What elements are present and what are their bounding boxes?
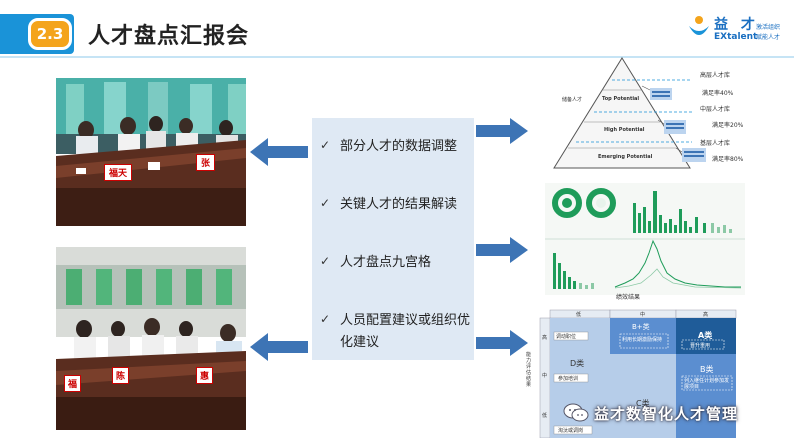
agenda-item-label: 人员配置建议或组织优化建议 [340, 313, 471, 350]
cell-note: 列入继任计划参加发展项目 [684, 378, 730, 390]
cell-note: 参加培训 [558, 376, 579, 382]
arrow-right-icon [476, 330, 528, 356]
x-level-label: 中 [640, 312, 646, 318]
checkmark-icon: ✓ [320, 312, 331, 326]
logo-tagline-2: 赋能人才 [756, 34, 781, 41]
cell-label-b: B类 [700, 365, 714, 374]
y-axis-title: 能力评估结果 [526, 352, 532, 388]
tier-label: Top Potential [602, 96, 640, 102]
agenda-panel: ✓ 部分人才的数据调整 ✓ 关键人才的结果解读 ✓ 人才盘点九宫格 ✓ 人员配置… [312, 118, 474, 360]
agenda-item: ✓ 关键人才的结果解读 [320, 194, 472, 216]
pyramid-left-label: 储备人才 [562, 97, 583, 103]
agenda-item-label: 部分人才的数据调整 [340, 139, 458, 154]
talent-dashboard-figure [545, 183, 745, 295]
meeting-photo-top: 福天 张 [56, 78, 246, 226]
pool-rate: 满足率40% [702, 90, 734, 97]
cell-label-a: A类 [698, 331, 713, 340]
logo-tagline-1: 激活组织 [756, 24, 781, 31]
page-title: 人才盘点汇报会 [88, 24, 250, 49]
y-level-label: 高 [542, 335, 548, 341]
watermark-text: 益才数智化人才管理 [594, 404, 739, 423]
x-level-label: 低 [576, 312, 582, 318]
pool-label: 基层人才库 [700, 140, 731, 147]
cell-label-d: D类 [570, 359, 585, 368]
nameplate: 张 [196, 154, 216, 171]
wechat-icon [563, 403, 589, 422]
cell-note: 利用长期激励保持 [622, 337, 663, 343]
agenda-item-label: 关键人才的结果解读 [340, 197, 458, 212]
logo-mark-icon [689, 16, 709, 35]
meeting-photo-bottom: 福 陈 惠 [56, 247, 246, 430]
logo-name-en: EXtalent [714, 32, 758, 42]
y-level-label: 中 [542, 373, 548, 379]
agenda-item: ✓ 人员配置建议或组织优化建议 [320, 310, 472, 354]
section-number-badge: 2.3 [28, 18, 72, 50]
checkmark-icon: ✓ [320, 196, 331, 210]
cell-label-c: C类 [636, 399, 650, 408]
cell-label-b-plus: B+类 [632, 323, 650, 331]
tier-label: Emerging Potential [598, 154, 653, 160]
arrow-right-icon [476, 237, 528, 263]
nameplate: 惠 [196, 367, 214, 384]
nameplate: 陈 [112, 367, 130, 384]
agenda-item: ✓ 部分人才的数据调整 [320, 136, 472, 158]
cell-note: 淘汰或调岗 [558, 428, 584, 434]
pool-rate: 满足率20% [712, 122, 744, 129]
nine-box-grid-figure: 绩效结果 低 中 高 高 中 低 能力评估结果 调动职位 B+类 利用长期激励保… [520, 292, 738, 438]
nameplate: 福 [64, 375, 82, 392]
brand-logo: 益 才 EXtalent 激活组织 赋能人才 [686, 8, 790, 48]
cell-note: 晋升重用 [690, 343, 711, 349]
header-divider [0, 56, 794, 58]
nameplate: 福天 [104, 164, 133, 181]
pool-label: 高层人才库 [700, 72, 731, 79]
y-level-label: 低 [542, 413, 548, 419]
cell-note: 调动职位 [556, 334, 577, 340]
arrow-left-icon [250, 333, 308, 361]
checkmark-icon: ✓ [320, 254, 331, 268]
wechat-watermark: 益才数智化人才管理 [562, 400, 738, 426]
tier-label: High Potential [604, 127, 645, 133]
checkmark-icon: ✓ [320, 138, 331, 152]
pool-label: 中层人才库 [700, 106, 731, 113]
pool-rate: 满足率80% [712, 156, 744, 163]
logo-name-cn: 益 才 [714, 17, 759, 33]
x-axis-title: 绩效结果 [616, 294, 641, 301]
x-level-label: 高 [703, 312, 709, 318]
arrow-right-icon [476, 118, 528, 144]
agenda-item-label: 人才盘点九宫格 [340, 255, 432, 270]
agenda-item: ✓ 人才盘点九宫格 [320, 252, 472, 274]
arrow-left-icon [250, 138, 308, 166]
talent-pyramid-figure: Top Potential High Potential Emerging Po… [532, 50, 772, 178]
